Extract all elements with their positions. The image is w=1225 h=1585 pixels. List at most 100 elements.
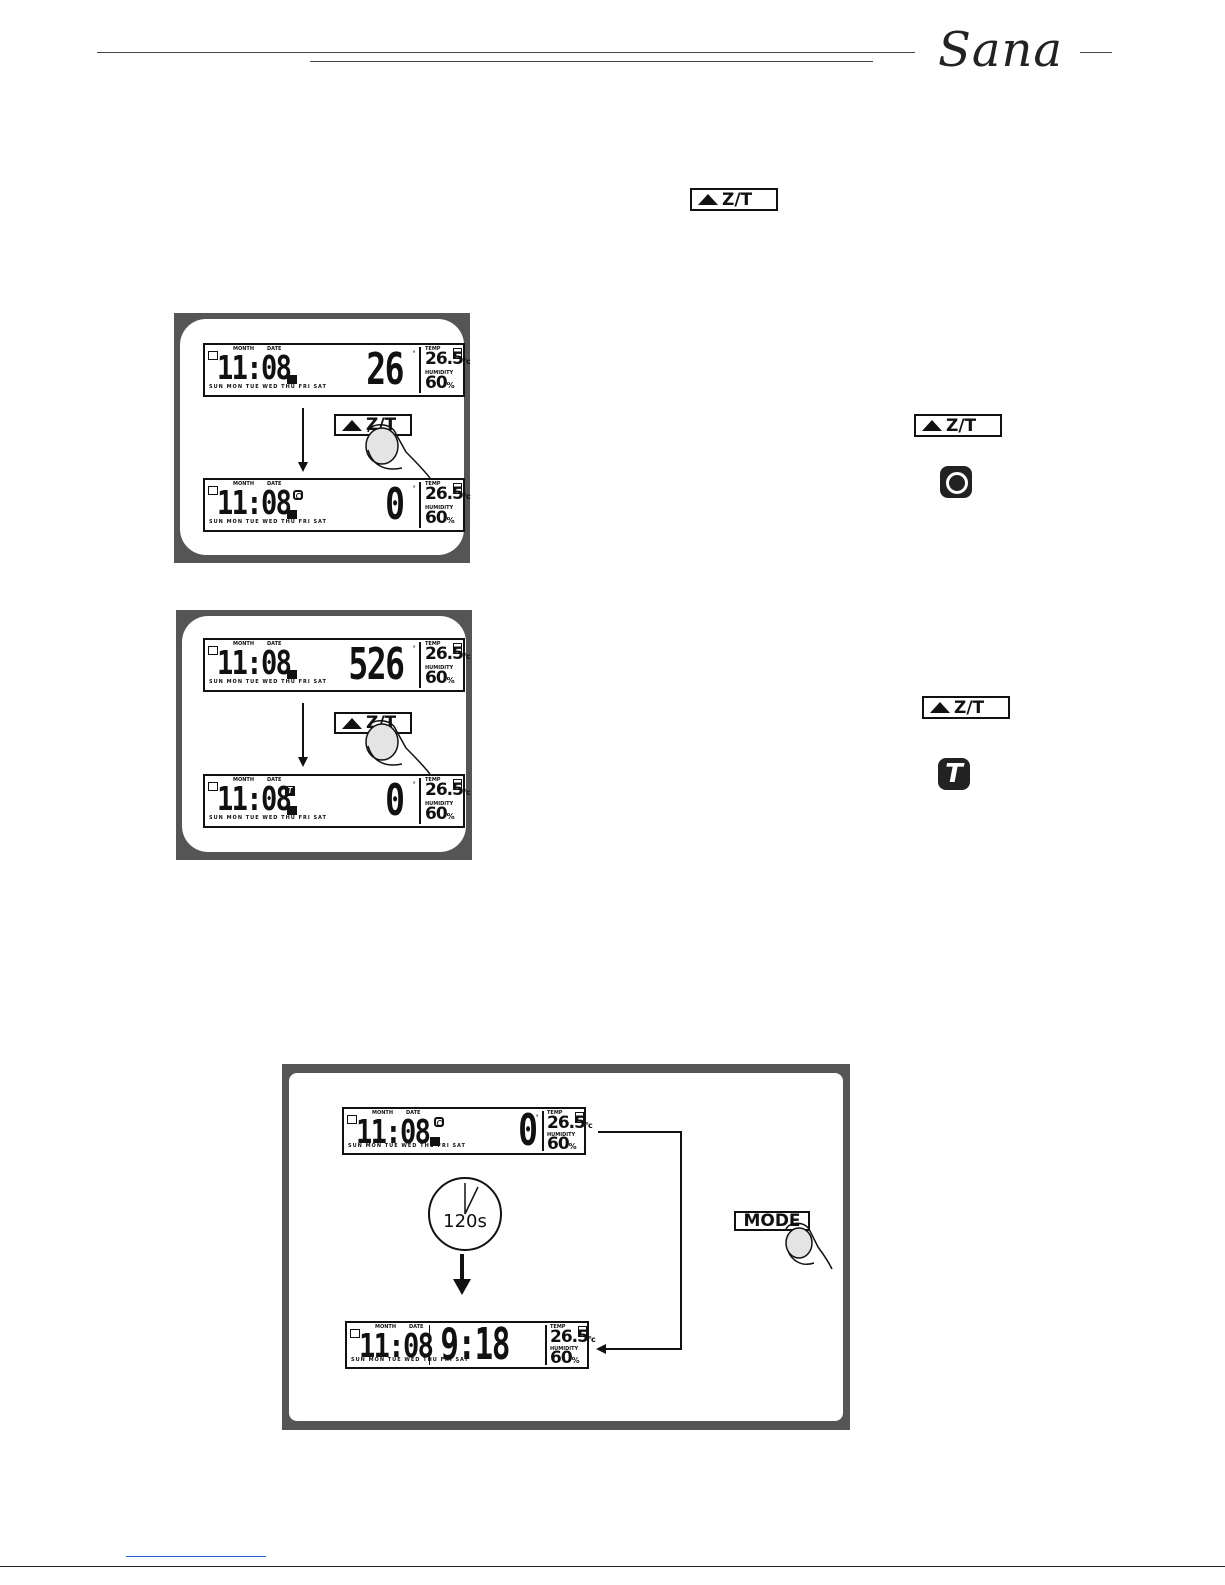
zt-button-ref-2: Z/T — [922, 696, 1010, 719]
humidity-reading: 60% — [547, 1134, 577, 1154]
date-value: 11:08 — [356, 1112, 431, 1151]
date-value: 11:08 — [217, 483, 292, 522]
lcd-separator — [419, 778, 421, 824]
lcd-display-2b: MONTH DATE 11:08 SUN MON TUE WED THU FRI… — [203, 774, 471, 828]
month-label: MONTH — [233, 346, 255, 352]
date-label: DATE — [267, 481, 282, 487]
house-icon — [287, 510, 297, 519]
connector-arrow-head — [596, 1344, 606, 1354]
calendar-icon — [350, 1329, 360, 1338]
header-rule-right — [1080, 52, 1112, 53]
humidity-reading: 60% — [550, 1348, 580, 1368]
temp-label: TEMP — [425, 641, 441, 647]
temp-label: TEMP — [547, 1110, 563, 1116]
battery-icon — [453, 348, 462, 359]
lcd-display-1a: MONTH DATE 11:08 SUN MON TUE WED THU FRI… — [203, 343, 471, 397]
battery-icon — [453, 643, 462, 654]
calendar-icon — [208, 486, 218, 495]
month-label: MONTH — [233, 641, 255, 647]
calendar-icon — [208, 351, 218, 360]
month-label: MONTH — [375, 1324, 397, 1330]
date-value: 11:08 — [217, 643, 292, 682]
degree-icon: ° — [536, 1115, 539, 1121]
temp-reading: 26.5°c — [425, 644, 471, 664]
house-icon — [430, 1137, 440, 1146]
zt-button-ref-1: Z/T — [914, 414, 1002, 437]
humidity-label: HUMIDITY — [425, 505, 454, 511]
degree-icon: ° — [413, 782, 416, 788]
footer-rule — [0, 1566, 1225, 1567]
down-arrow-1-head — [298, 462, 308, 472]
date-value: 11:08 — [217, 779, 292, 818]
clock-hands-icon — [464, 1183, 479, 1215]
main-value: 0 — [517, 1105, 538, 1156]
house-icon — [287, 670, 297, 679]
lcd-separator — [419, 482, 421, 528]
up-triangle-icon — [342, 419, 362, 431]
finger-press-icon — [365, 424, 431, 479]
temp-reading: 26.5°c — [550, 1327, 596, 1347]
humidity-reading: 60% — [425, 373, 455, 393]
header-rule-bottom — [310, 61, 873, 62]
countdown-clock-icon: 120s — [428, 1177, 502, 1251]
down-arrow-2-head — [298, 757, 308, 767]
main-value: 26 — [366, 344, 404, 395]
humidity-reading: 60% — [425, 668, 455, 688]
degree-icon: ° — [413, 486, 416, 492]
lcd-display-3b: MONTH DATE 11:08 SUN MON TUE WED THU FRI… — [345, 1321, 596, 1369]
t-mode-symbol: T — [938, 758, 970, 790]
date-label: DATE — [267, 777, 282, 783]
temp-reading: 26.5°c — [547, 1113, 593, 1133]
up-triangle-icon — [698, 194, 718, 205]
weekday-row: SUN MON TUE WED THU FRI SAT — [209, 519, 327, 525]
humidity-label: HUMIDITY — [425, 665, 454, 671]
temp-label: TEMP — [425, 481, 441, 487]
humidity-label: HUMIDITY — [547, 1132, 576, 1138]
lcd-display-3a: MONTH DATE 11:08 SUN MON TUE WED THU FRI… — [342, 1105, 593, 1156]
house-icon — [287, 806, 297, 815]
battery-icon — [453, 483, 462, 494]
temp-reading: 26.5°c — [425, 349, 471, 369]
connector-top — [598, 1131, 682, 1133]
timer-mode-icon — [434, 1117, 444, 1127]
down-arrow-1 — [302, 408, 304, 463]
month-label: MONTH — [233, 481, 255, 487]
zt-button-inline: Z/T — [690, 188, 778, 211]
humidity-reading: 60% — [425, 508, 455, 528]
humidity-label: HUMIDITY — [425, 801, 454, 807]
date-value: 11:08 — [217, 348, 292, 387]
zt-label: Z/T — [954, 697, 985, 718]
down-arrow-2 — [302, 703, 304, 758]
footer-link-rule — [126, 1556, 266, 1557]
up-triangle-icon — [342, 717, 362, 729]
month-label: MONTH — [372, 1110, 394, 1116]
calendar-icon — [208, 646, 218, 655]
finger-press-icon — [365, 720, 431, 775]
t-mode-icon: T — [285, 786, 295, 796]
zt-label: Z/T — [946, 415, 977, 436]
zt-label: Z/T — [722, 189, 753, 210]
date-value: 11:08 — [359, 1326, 434, 1365]
weekday-row: SUN MON TUE WED THU FRI SAT — [209, 384, 327, 390]
date-label: DATE — [406, 1110, 421, 1116]
lcd-separator — [419, 347, 421, 393]
weekday-row: SUN MON TUE WED THU FRI SAT — [209, 679, 327, 685]
countdown-label: 120s — [443, 1211, 487, 1232]
down-arrow-3-head — [453, 1279, 471, 1295]
battery-icon — [578, 1326, 587, 1337]
date-label: DATE — [267, 346, 282, 352]
connector-vertical — [680, 1131, 682, 1350]
lcd-display-2a: MONTH DATE 11:08 SUN MON TUE WED THU FRI… — [203, 638, 471, 692]
degree-icon: ° — [413, 351, 416, 357]
weekday-row: SUN MON TUE WED THU FRI SAT — [209, 815, 327, 821]
timer-mode-symbol — [940, 466, 972, 498]
degree-icon: ° — [413, 646, 416, 652]
date-label: DATE — [409, 1324, 424, 1330]
house-icon — [287, 375, 297, 384]
up-triangle-icon — [930, 702, 950, 713]
connector-bottom — [604, 1348, 682, 1350]
weekday-row: SUN MON TUE WED THU FRI SAT — [351, 1357, 469, 1363]
weekday-row: SUN MON TUE WED THU FRI SAT — [348, 1143, 466, 1149]
timer-mode-icon — [293, 490, 303, 500]
humidity-reading: 60% — [425, 804, 455, 824]
